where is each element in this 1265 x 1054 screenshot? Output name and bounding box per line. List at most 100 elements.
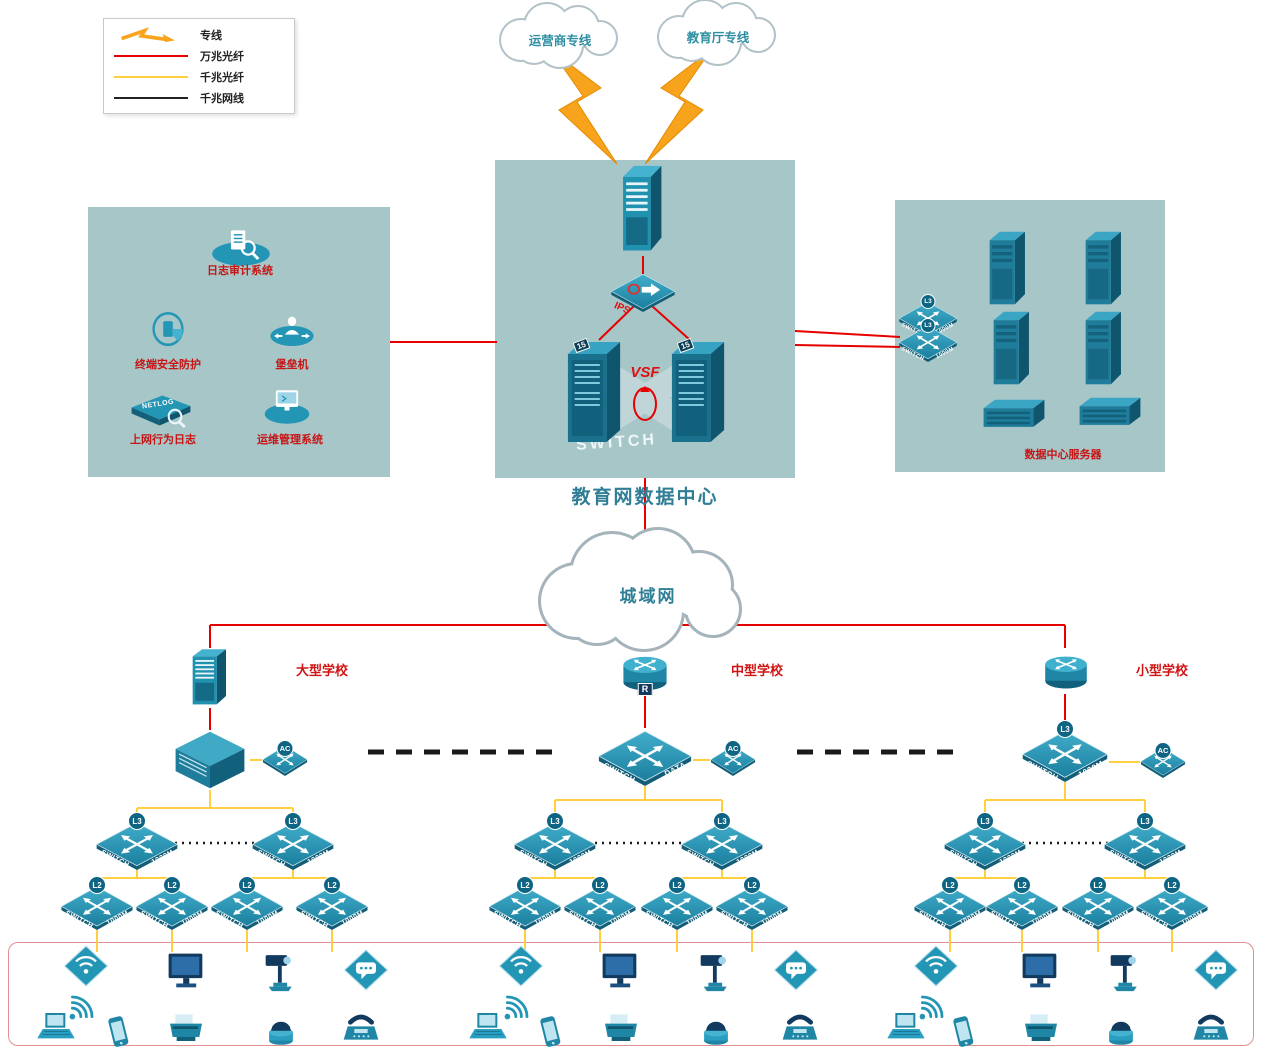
- vsf-ring-icon: [633, 386, 657, 421]
- laptop-icon: [465, 1009, 511, 1049]
- school-gateway-firewall: [190, 648, 230, 708]
- ptz-camera-icon: [258, 949, 304, 995]
- switch-badge: L3: [920, 294, 936, 309]
- ips-device: IPS: [610, 272, 676, 317]
- vsf-core-switch-right: 15: [670, 336, 728, 446]
- switch-badge: L2: [1089, 876, 1107, 894]
- red-line-legend-icon: [114, 54, 190, 57]
- desktop-monitor-icon: [598, 949, 644, 995]
- fax-phone-icon: [777, 1009, 823, 1049]
- switch-badge: L2: [238, 876, 256, 894]
- voice-chat-icon: [1193, 947, 1239, 993]
- school-router: [1040, 650, 1092, 694]
- desktop-monitor-icon: [164, 949, 210, 995]
- ac-controller: AC: [262, 740, 308, 776]
- laptop-icon: [33, 1009, 79, 1049]
- legend-item-dedicated: 专线: [114, 26, 284, 43]
- legend-label: 专线: [200, 29, 222, 42]
- switch-badge: L3: [1056, 720, 1074, 738]
- router-badge: R: [637, 683, 653, 696]
- switch-badge: L3: [713, 812, 731, 830]
- log-audit-label: 日志审计系统: [207, 265, 273, 277]
- dome-camera-icon: [693, 1007, 739, 1049]
- switch-badge: L2: [516, 876, 534, 894]
- switch-badge: L2: [743, 876, 761, 894]
- switch-badge: L3: [920, 318, 936, 333]
- firewall-device: [620, 164, 666, 256]
- bastion-host-label: 堡垒机: [275, 359, 309, 371]
- voice-chat-icon: [773, 947, 819, 993]
- switch-badge: L2: [1163, 876, 1181, 894]
- ptz-camera-icon: [693, 949, 739, 995]
- server-tower: [1084, 230, 1126, 306]
- smartphone-icon: [530, 1013, 570, 1053]
- lightning-bolt-icon: [550, 49, 712, 165]
- switch-badge: AC: [724, 740, 742, 757]
- school-label-medium: 中型学校: [730, 663, 784, 678]
- ac-controller: AC: [1140, 742, 1186, 778]
- ops-management-label: 运维管理系统: [257, 434, 323, 446]
- vsf-core-switch-left: 15: [566, 336, 624, 446]
- yellow-line-legend-icon: [114, 75, 190, 78]
- legend-item-10g: 万兆光纤: [114, 48, 284, 64]
- fax-phone-icon: [1188, 1009, 1234, 1049]
- terminal-security-label: 终端安全防护: [135, 359, 201, 371]
- switch-badge: L2: [163, 876, 181, 894]
- legend-item-1g-cable: 千兆网线: [114, 90, 284, 106]
- school-router: R: [618, 650, 672, 696]
- core-switch-chassis: [167, 730, 253, 790]
- school-label-small: 小型学校: [1135, 663, 1189, 678]
- switch-badge: L2: [668, 876, 686, 894]
- lightning-legend-icon: [114, 26, 190, 43]
- switch-badge: L3: [1136, 812, 1154, 830]
- switch-badge: L2: [88, 876, 106, 894]
- server-tower: [988, 230, 1030, 306]
- school-label-large: 大型学校: [295, 663, 349, 678]
- printer-icon: [1018, 1009, 1064, 1049]
- switch-badge: L2: [323, 876, 341, 894]
- dome-camera-icon: [258, 1007, 304, 1049]
- bastion-host-icon: [262, 312, 322, 352]
- legend-item-1g-fiber: 千兆光纤: [114, 69, 284, 85]
- switch-badge: L3: [284, 812, 302, 830]
- switch-badge: AC: [1154, 742, 1172, 759]
- ptz-camera-icon: [1103, 949, 1149, 995]
- switch-badge: L2: [591, 876, 609, 894]
- separator-dashes: [168, 749, 1112, 845]
- switch-badge: L3: [546, 812, 564, 830]
- server-zone-label: 数据中心服务器: [1024, 449, 1102, 461]
- ops-management-icon: [256, 386, 318, 428]
- rack-server: [1078, 396, 1142, 430]
- printer-icon: [598, 1009, 644, 1049]
- black-line-legend-icon: [114, 96, 190, 99]
- switch-badge: L2: [1013, 876, 1031, 894]
- legend-label: 千兆网线: [200, 92, 244, 105]
- switch-badge: L2: [941, 876, 959, 894]
- server-tower: [992, 310, 1034, 386]
- laptop-icon: [883, 1009, 929, 1049]
- cloud-carrier-label: 运营商专线: [528, 34, 592, 48]
- netlog-icon: NETLOG: [126, 388, 196, 430]
- netlog-label: 上网行为日志: [130, 434, 196, 446]
- voice-chat-icon: [343, 947, 389, 993]
- server-tower: [1084, 310, 1126, 386]
- printer-icon: [163, 1009, 209, 1049]
- legend-label: 千兆光纤: [200, 71, 244, 84]
